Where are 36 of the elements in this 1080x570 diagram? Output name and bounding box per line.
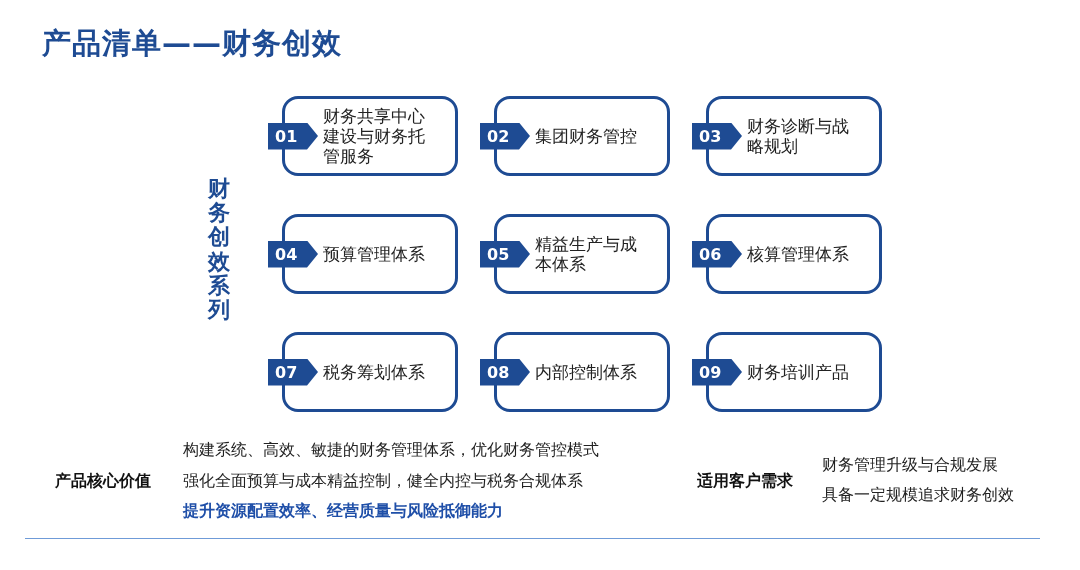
vertical-heading: 财务创效系列: [208, 177, 230, 323]
product-card: [480, 96, 670, 176]
card-title: 财务共享中心建设与财务托管服务: [323, 106, 426, 166]
product-card: [268, 96, 458, 176]
product-card: [480, 214, 670, 294]
card-title: 税务筹划体系: [323, 362, 425, 382]
number-tab: 01: [268, 122, 318, 150]
highlight-text: 提升资源配置效率、经营质量与风险抵御能力: [183, 501, 503, 521]
card-title: 核算管理体系: [747, 244, 849, 264]
product-card: [268, 214, 458, 294]
product-card: [692, 214, 882, 294]
card-title: 集团财务管控: [535, 126, 637, 146]
card-title: 财务诊断与战略规划: [747, 116, 850, 156]
number-tab: 08: [480, 358, 530, 386]
product-card: [268, 332, 458, 412]
product-card: [692, 332, 882, 412]
number-tab: 02: [480, 122, 530, 150]
card-title: 精益生产与成本体系: [535, 234, 638, 274]
text-line: 强化全面预算与成本精益控制，健全内控与税务合规体系: [183, 471, 583, 491]
slide-title: 产品清单——财务创效: [42, 25, 342, 62]
number-tab: 05: [480, 240, 530, 268]
number-tab: 09: [692, 358, 742, 386]
text-line: 构建系统、高效、敏捷的财务管理体系，优化财务管控模式: [183, 440, 599, 460]
product-card: [692, 96, 882, 176]
card-title: 内部控制体系: [535, 362, 637, 382]
number-tab: 03: [692, 122, 742, 150]
number-tab: 06: [692, 240, 742, 268]
card-title: 预算管理体系: [323, 244, 425, 264]
section-heading: 产品核心价值: [55, 471, 151, 491]
card-title: 财务培训产品: [747, 362, 849, 382]
number-tab: 07: [268, 358, 318, 386]
text-line: 财务管理升级与合规发展: [822, 455, 998, 475]
text-line: 具备一定规模追求财务创效: [822, 485, 1014, 505]
number-tab: 04: [268, 240, 318, 268]
section-heading: 适用客户需求: [697, 471, 793, 491]
product-card: [480, 332, 670, 412]
